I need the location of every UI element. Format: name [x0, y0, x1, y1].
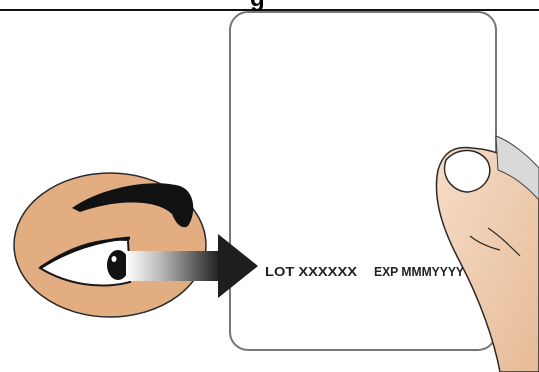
title-fragment: g — [250, 0, 265, 12]
lot-number-text: LOT XXXXXX — [265, 264, 357, 279]
eye-icon — [14, 173, 206, 317]
expiry-date-text: EXP MMMYYYY — [374, 264, 464, 279]
